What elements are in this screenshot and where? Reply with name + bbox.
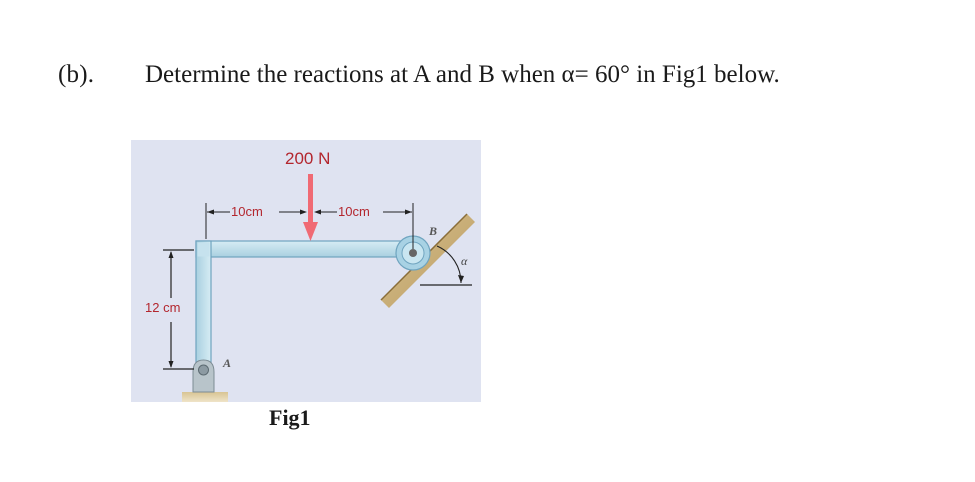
problem-statement: Determine the reactions at A and B when … [145,61,780,88]
load-label: 200 N [285,149,331,168]
pin-support-b [395,235,431,271]
point-a-label: A [223,356,232,370]
dimension-vertical [163,249,194,370]
dimension-left-label: 10cm [231,204,263,219]
figure-fig1: 200 N 10cm 10cm 12 cm A B α [131,140,481,402]
dimension-height-label: 12 cm [145,300,181,315]
dimension-right-label: 10cm [338,204,370,219]
frame-beam [195,240,419,373]
load-arrow-200n [303,174,318,241]
frame-diagram [163,174,475,402]
angle-alpha-label: α [461,254,468,268]
point-b-label: B [429,224,438,238]
figure-caption: Fig1 [269,405,311,430]
pin-support-a [182,359,228,402]
dimension-horizontal [205,203,414,249]
problem-label: (b). [58,61,95,88]
